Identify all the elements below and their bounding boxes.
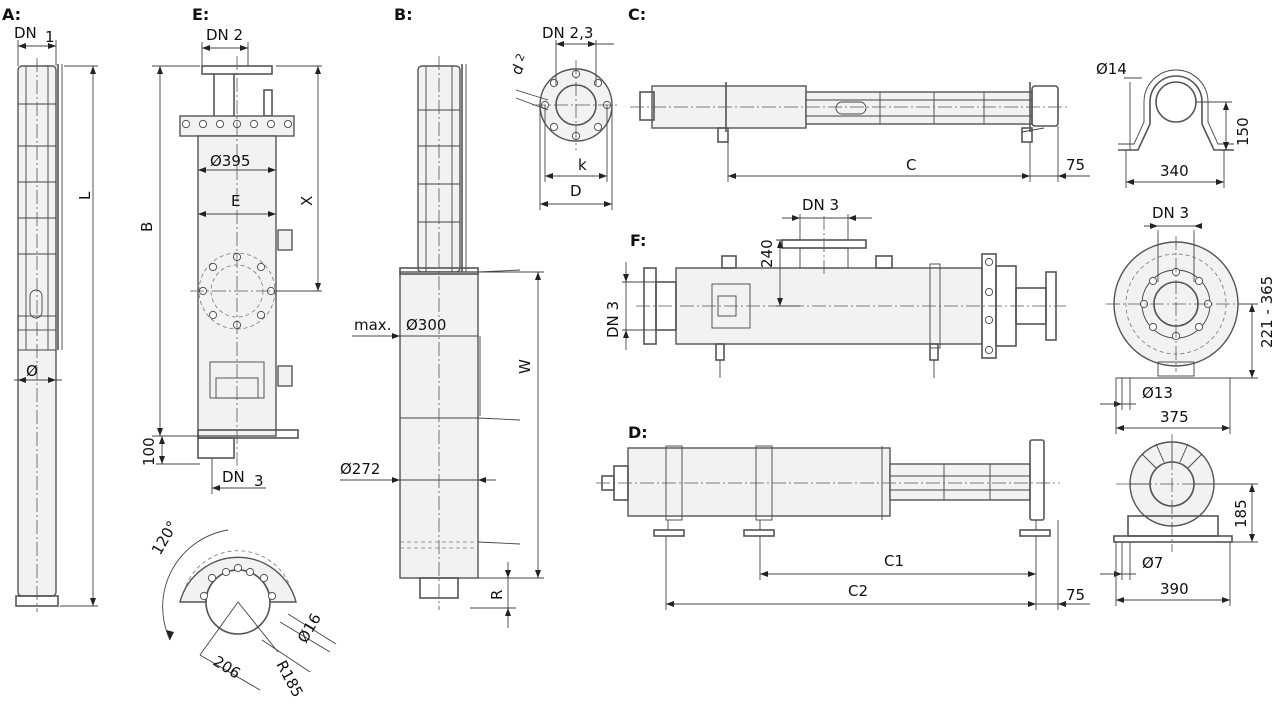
dim-dia7: Ø7 <box>1142 554 1163 572</box>
dim-dia13: Ø13 <box>1142 384 1173 402</box>
dim-120: 120° <box>148 518 182 558</box>
dim-185: 185 <box>1232 499 1250 528</box>
dim-100: 100 <box>140 437 158 466</box>
dim-dia14: Ø14 <box>1096 60 1127 78</box>
dim-dn23: DN 2,3 <box>542 24 593 42</box>
bottom-view-drawing <box>162 529 337 691</box>
dim-dia395: Ø395 <box>210 152 250 170</box>
dim-dn2-e: DN 2 <box>206 26 243 44</box>
dim-dn3-e: DN <box>222 468 245 486</box>
dim-dia16: Ø16 <box>294 610 325 646</box>
dim-221: 221 - 365 <box>1258 276 1276 348</box>
view-e-drawing <box>152 42 322 494</box>
dim-375: 375 <box>1160 408 1189 426</box>
view-b-label: B: <box>394 5 413 24</box>
view-c-drawing <box>630 82 1090 182</box>
dim-340: 340 <box>1160 162 1189 180</box>
dim-c2: C2 <box>848 582 868 600</box>
view-b-drawing <box>340 56 544 628</box>
dim-r185: R185 <box>272 657 306 700</box>
dim-dn3-e-sub: 3 <box>254 472 264 490</box>
dim-r: R <box>488 590 506 600</box>
view-e-label: E: <box>192 5 209 24</box>
dim-d: D <box>570 182 582 200</box>
view-f-label: F: <box>630 231 646 250</box>
dim-c-75: 75 <box>1066 156 1085 174</box>
view-a-label: A: <box>2 5 21 24</box>
dim-dn1-sub: 1 <box>45 28 55 46</box>
dim-dn3-fv: DN 3 <box>604 301 622 338</box>
dim-dn3-f: DN 3 <box>802 196 839 214</box>
dim-d-75: 75 <box>1066 586 1085 604</box>
clamp-detail-drawing <box>1118 69 1234 188</box>
dim-x: X <box>298 196 316 206</box>
dim-d2: d <box>507 61 527 77</box>
dim-e: E <box>231 192 240 210</box>
dim-150: 150 <box>1234 117 1252 146</box>
dim-c: C <box>906 156 916 174</box>
dim-w: W <box>516 359 534 374</box>
view-c-label: C: <box>628 5 646 24</box>
dim-d2-sub: 2 <box>513 51 528 63</box>
dim-dia-a: Ø <box>26 362 38 380</box>
f-side-view-drawing <box>1100 223 1258 434</box>
view-a-drawing <box>14 40 98 612</box>
dim-dia300: Ø300 <box>406 316 446 334</box>
view-f-drawing <box>622 214 1066 378</box>
dim-k: k <box>578 156 587 174</box>
dim-240: 240 <box>758 239 776 268</box>
dim-b: B <box>138 222 156 232</box>
view-d-label: D: <box>628 423 648 442</box>
dim-c1: C1 <box>884 552 904 570</box>
d-side-view-drawing <box>1100 434 1258 606</box>
dim-dn3-fr: DN 3 <box>1152 204 1189 222</box>
dim-l: L <box>76 191 94 200</box>
dim-390: 390 <box>1160 580 1189 598</box>
flange-detail-drawing <box>515 40 620 210</box>
view-d-drawing <box>596 439 1090 610</box>
dim-max: max. <box>354 316 391 334</box>
dim-dn1: DN <box>14 24 37 42</box>
dim-dia272: Ø272 <box>340 460 380 478</box>
